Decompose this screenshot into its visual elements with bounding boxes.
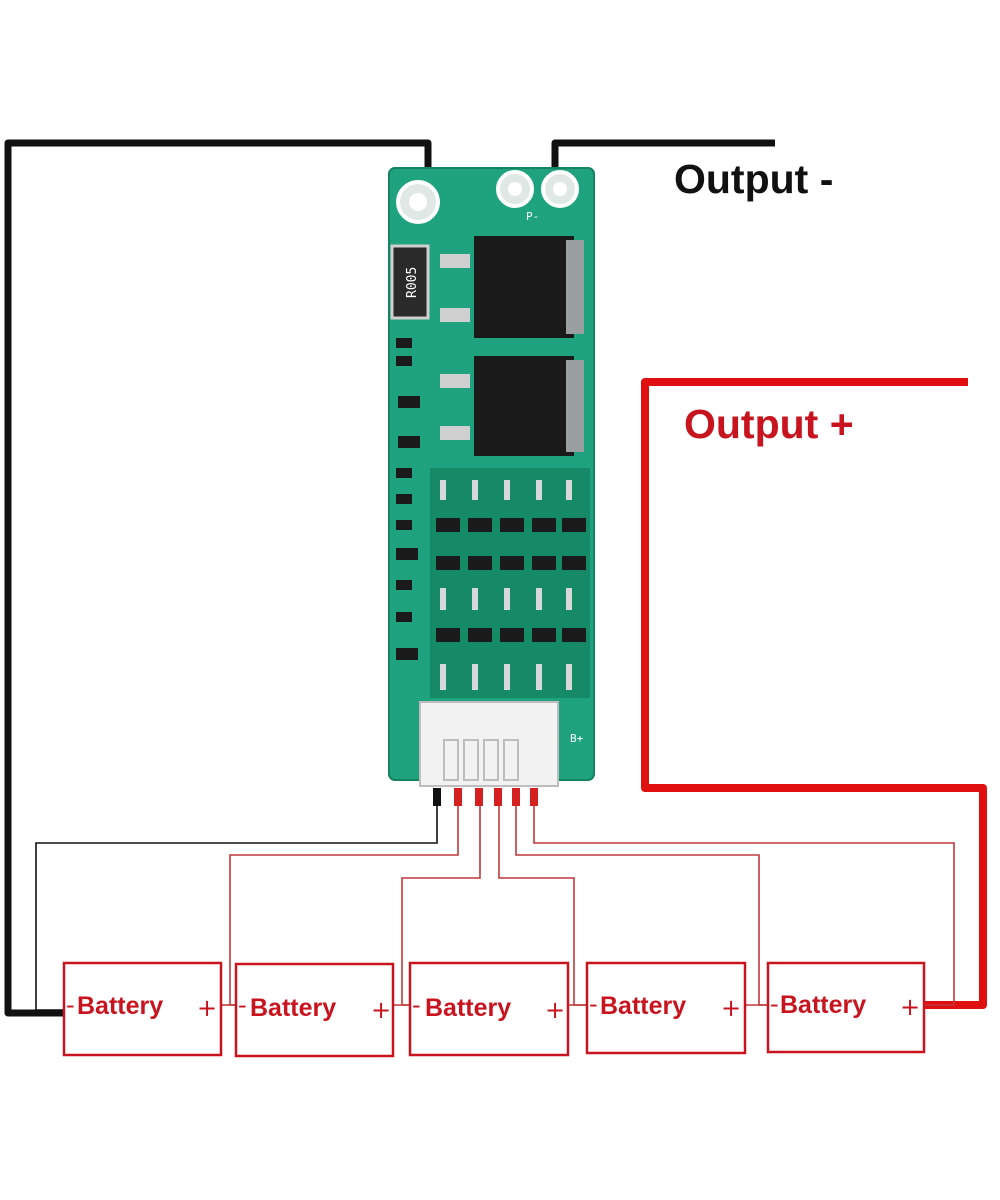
svg-text:Battery: Battery <box>250 994 336 1022</box>
svg-text:+: + <box>900 993 920 1021</box>
battery-cell-2: - Battery + <box>234 962 395 1058</box>
output-neg-lead-wire <box>551 139 775 168</box>
output-neg-label: Output - <box>674 156 833 202</box>
output-neg-main-wire <box>4 139 432 1017</box>
battery-row: - Battery + - Battery + - Battery + - Ba… <box>62 961 926 1058</box>
mosfet-chip-icon <box>440 356 584 456</box>
svg-text:Battery: Battery <box>425 994 511 1022</box>
bms-pcb-board-icon: P- R005 <box>388 167 595 806</box>
svg-text:+: + <box>721 994 741 1022</box>
svg-text:Battery: Battery <box>600 992 686 1020</box>
svg-text:-: - <box>412 991 421 1019</box>
connector-wire-stubs <box>433 788 538 806</box>
output-pos-main-wire <box>641 378 987 1009</box>
balance-wires <box>35 805 955 1011</box>
svg-text:+: + <box>371 996 391 1024</box>
mount-hole-icon <box>508 182 522 196</box>
svg-text:-: - <box>589 990 598 1018</box>
sense-resistor <box>390 244 430 320</box>
mosfet-chip-icon <box>440 236 584 338</box>
smd-components-left <box>396 338 420 660</box>
resistor-marking: R005 <box>405 267 420 298</box>
svg-text:-: - <box>66 991 75 1019</box>
svg-text:Battery: Battery <box>77 992 163 1020</box>
battery-cell-4: - Battery + <box>585 961 747 1055</box>
mount-hole-icon <box>553 182 567 196</box>
battery-cell-5: - Battery + <box>766 961 926 1054</box>
balance-ic-grid <box>430 468 590 698</box>
battery-cell-1: - Battery + <box>62 961 223 1057</box>
bplus-silk: B+ <box>570 732 584 745</box>
balance-connector-icon: B+ <box>419 701 584 787</box>
mount-hole-icon <box>409 193 427 211</box>
svg-text:-: - <box>770 990 779 1018</box>
p-minus-silk: P- <box>526 210 539 223</box>
svg-text:Battery: Battery <box>780 991 866 1019</box>
svg-text:+: + <box>197 994 217 1022</box>
balance-wire-b5 <box>533 805 955 1006</box>
battery-cell-3: - Battery + <box>408 961 570 1057</box>
svg-text:+: + <box>545 996 565 1024</box>
balance-wire-b0 <box>35 805 438 1011</box>
output-pos-label: Output + <box>684 401 854 447</box>
svg-text:-: - <box>238 991 247 1019</box>
